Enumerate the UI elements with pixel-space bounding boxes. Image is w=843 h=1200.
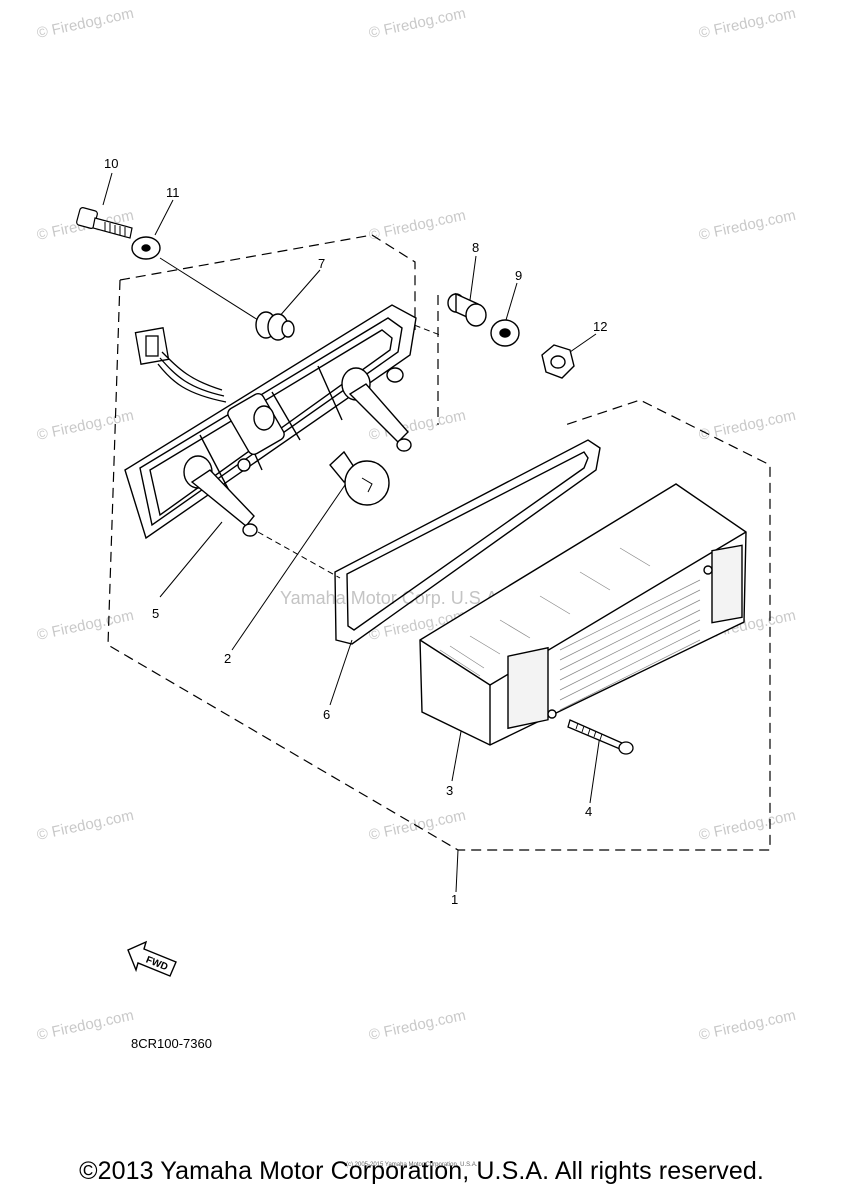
watermark: © Firedog.com: [697, 207, 797, 244]
watermark: © Firedog.com: [367, 1007, 467, 1044]
watermark: © Firedog.com: [367, 207, 467, 244]
callout-1: 1: [451, 892, 458, 907]
copyright-notice: ©2013 Yamaha Motor Corporation, U.S.A. A…: [79, 1157, 764, 1185]
callout-2: 2: [224, 651, 231, 666]
bolt-10-icon: [76, 207, 133, 239]
callout-9: 9: [515, 268, 522, 283]
callout-4: 4: [585, 804, 592, 819]
bulb-2-icon: [329, 450, 390, 506]
watermark: © Firedog.com: [697, 807, 797, 844]
callout-10: 10: [104, 156, 118, 171]
callout-5: 5: [152, 606, 159, 621]
watermark: © Firedog.com: [697, 5, 797, 42]
grommet-7-icon: [255, 311, 295, 341]
watermark: © Firedog.com: [697, 1007, 797, 1044]
collar-8-icon: [447, 292, 487, 327]
watermark: © Firedog.com: [35, 5, 135, 42]
tail-light-housing: [124, 304, 417, 540]
watermark: © Firedog.com: [35, 407, 135, 444]
washer-11-icon: [131, 236, 161, 260]
assembly-outline: [107, 234, 771, 851]
wire-connector-icon: [134, 327, 227, 403]
tiny-copyright: (c) 2005-2015 Yamaha Motor Corporation, …: [346, 1162, 478, 1168]
watermark-center: Yamaha Motor Corp. U.S.A.: [280, 588, 503, 608]
watermark: © Firedog.com: [35, 607, 135, 644]
watermark: © Firedog.com: [367, 5, 467, 42]
leader-lines: [102, 172, 601, 893]
diagram-code: 8CR100-7360: [131, 1036, 212, 1051]
watermark: © Firedog.com: [697, 407, 797, 444]
screw-4-icon: [567, 719, 634, 755]
callout-7: 7: [318, 256, 325, 271]
callout-8: 8: [472, 240, 479, 255]
fwd-arrow-icon: FWD: [127, 940, 177, 977]
callout-6: 6: [323, 707, 330, 722]
callout-11: 11: [166, 185, 180, 200]
gasket-6-icon: [334, 439, 601, 645]
callout-3: 3: [446, 783, 453, 798]
callout-numbers: 1 2 3 4 5 6 7 8 9 10 11 12: [104, 156, 607, 907]
watermark: © Firedog.com: [35, 1007, 135, 1044]
callout-12: 12: [593, 319, 607, 334]
washer-9-icon: [490, 319, 520, 347]
lens-3-icon: [419, 483, 747, 746]
watermark: © Firedog.com: [35, 807, 135, 844]
watermark: © Firedog.com: [367, 807, 467, 844]
nut-12-icon: [541, 344, 575, 379]
